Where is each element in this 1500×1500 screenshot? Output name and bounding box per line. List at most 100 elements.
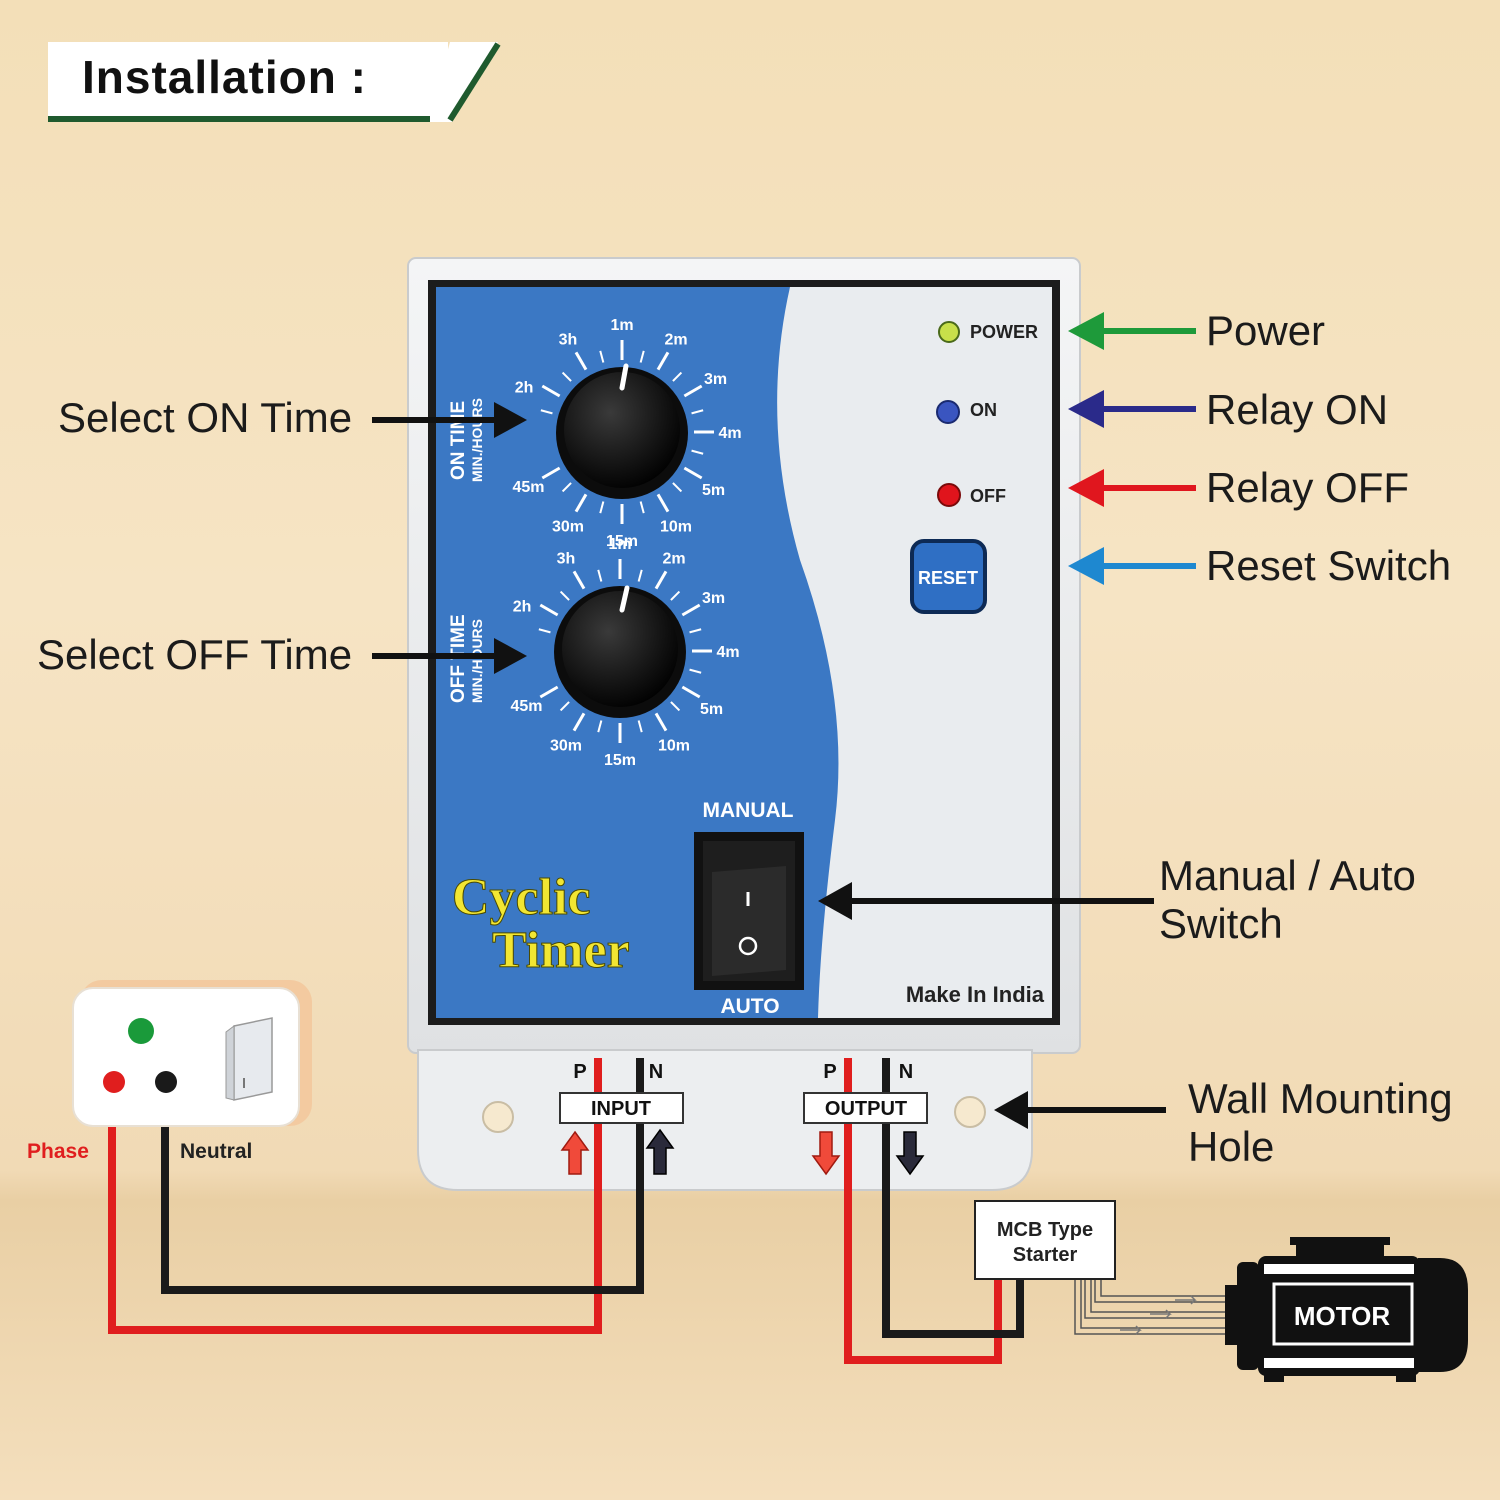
dial-tick: [670, 590, 681, 601]
output-terminal-p: P: [823, 1061, 836, 1083]
on-dial-sublabel: MIN./HOURS: [469, 398, 485, 482]
dial-tick: [654, 570, 668, 590]
timer-housing: [407, 257, 1081, 1191]
dial-mark-label: 5m: [700, 701, 723, 718]
dial-tick: [689, 628, 702, 634]
dial-tick: [637, 569, 643, 582]
power-led: [938, 321, 960, 343]
dial-mark-label: 2m: [664, 331, 687, 348]
dial-mark-label: 30m: [550, 738, 582, 755]
dial-tick: [683, 466, 703, 480]
motor-wiring: [1074, 1280, 1228, 1335]
on-dial-label: ON TIME: [448, 401, 469, 480]
off-led: [937, 483, 961, 507]
manual-auto-switch[interactable]: [694, 832, 804, 990]
output-terminal-n: N: [899, 1061, 913, 1083]
phase-label: Phase: [27, 1140, 89, 1163]
dial-mark-label: 2h: [515, 379, 534, 396]
callout-relay-on: Relay ON: [1206, 386, 1389, 433]
callout-select-off-time: Select OFF Time: [37, 631, 353, 678]
dial-tick: [539, 685, 559, 699]
brand-line1: Cyclic: [452, 869, 591, 926]
dial-tick: [681, 685, 701, 699]
motor-icon: [1225, 1237, 1468, 1382]
dial-tick: [656, 351, 670, 371]
dial-tick: [538, 628, 551, 634]
brand-line2: Timer: [492, 922, 630, 979]
dial-mark-label: 1m: [608, 536, 631, 553]
dial-tick: [559, 590, 570, 601]
title-banner: [48, 42, 448, 122]
starter-line1: MCB Type: [997, 1219, 1093, 1241]
dial-tick: [691, 449, 704, 455]
dial-tick: [670, 701, 681, 712]
dial-tick: [656, 493, 670, 513]
dial-tick: [599, 350, 605, 363]
input-terminal-p: P: [573, 1061, 586, 1083]
dial-mark-label: 15m: [604, 752, 636, 769]
reset-button-label: RESET: [918, 568, 978, 588]
dial-tick: [654, 712, 668, 732]
dial-tick: [672, 371, 683, 382]
dial-mark-label: 10m: [658, 738, 690, 755]
dial-tick: [541, 384, 561, 398]
off-time-knob[interactable]: [554, 585, 686, 718]
dial-mark-label: 30m: [552, 519, 584, 536]
manual-label: MANUAL: [703, 799, 794, 822]
dial-tick: [681, 603, 701, 617]
dial-tick: [597, 720, 603, 733]
on-led: [936, 400, 960, 424]
dial-mark-label: 3m: [702, 590, 725, 607]
power-led-label: POWER: [970, 322, 1038, 342]
output-phase-flow-arrow: [811, 1131, 841, 1176]
motor-label: MOTOR: [1294, 1301, 1391, 1331]
output-wiring: [844, 1058, 1024, 1364]
dial-tick: [541, 466, 561, 480]
dial-mark-label: 2h: [513, 598, 532, 615]
dial-mark-label: 5m: [702, 482, 725, 499]
callout-relay-off: Relay OFF: [1206, 464, 1410, 511]
dial-tick: [574, 351, 588, 371]
callout-manual-auto-line1: Manual / Auto: [1159, 852, 1416, 899]
callout-manual-auto-line2: Switch: [1159, 900, 1283, 947]
output-neutral-flow-arrow: [895, 1131, 925, 1176]
wall-switch-toggle[interactable]: [225, 1017, 273, 1101]
input-phase-flow-arrow: [560, 1130, 590, 1175]
dial-mark-label: 3m: [704, 371, 727, 388]
auto-label: AUTO: [720, 995, 779, 1018]
callout-select-on-time: Select ON Time: [58, 394, 353, 441]
dial-tick: [561, 482, 572, 493]
dial-mark-label: 2m: [662, 550, 685, 567]
input-wiring: [108, 1058, 644, 1334]
on-time-knob[interactable]: [556, 363, 688, 499]
dial-mark-label: 45m: [512, 479, 544, 496]
wall-switch-board: [72, 980, 312, 1127]
dial-tick: [672, 482, 683, 493]
output-label-box: [803, 1092, 928, 1124]
input-label: INPUT: [591, 1098, 651, 1120]
reset-button[interactable]: RESET: [910, 539, 987, 614]
output-label: OUTPUT: [825, 1098, 907, 1120]
dial-mark-label: 10m: [660, 519, 692, 536]
mounting-hole-right: [954, 1096, 986, 1128]
dial-tick: [561, 371, 572, 382]
dial-tick: [572, 570, 586, 590]
callout-arrows: [372, 312, 1196, 1129]
on-led-label: ON: [970, 400, 997, 420]
dial-tick: [539, 603, 559, 617]
dial-mark-label: 4m: [716, 644, 739, 661]
callout-wall-mount-line2: Hole: [1188, 1123, 1275, 1170]
dial-tick: [540, 409, 553, 415]
dial-tick: [574, 493, 588, 513]
input-label-box: [559, 1092, 684, 1124]
starter-line2: Starter: [1013, 1244, 1078, 1266]
off-led-label: OFF: [970, 486, 1006, 506]
dial-tick: [597, 569, 603, 582]
callout-reset-switch: Reset Switch: [1206, 542, 1452, 589]
dial-tick: [572, 712, 586, 732]
dial-mark-label: 3h: [557, 550, 576, 567]
page-title: Installation :: [82, 51, 367, 103]
input-terminal-n: N: [649, 1061, 663, 1083]
